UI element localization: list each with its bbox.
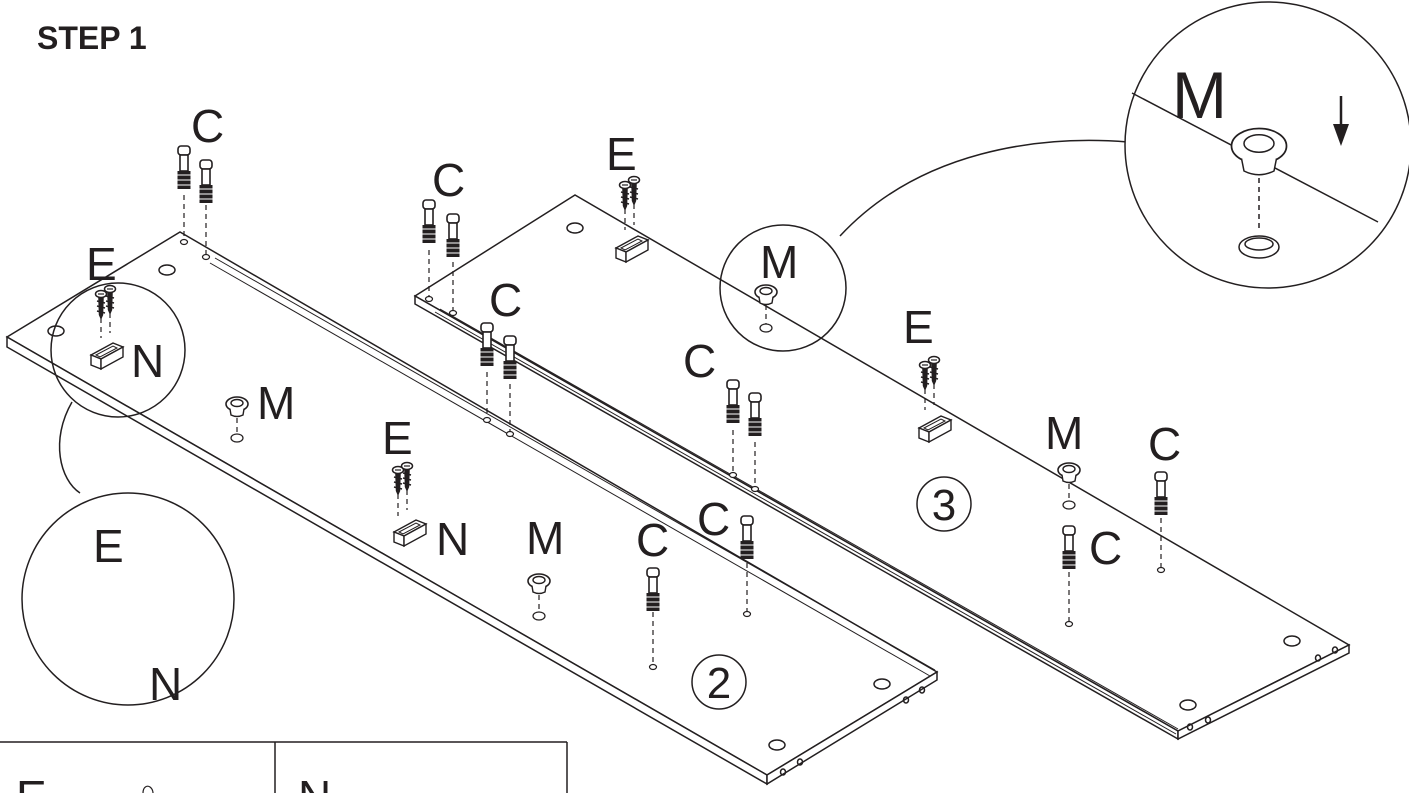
- detail-circle-cam-large: [1124, 1, 1409, 289]
- parts-table: [0, 741, 568, 793]
- label-m: M: [526, 512, 564, 564]
- label-n: N: [131, 335, 164, 387]
- label-n: N: [149, 658, 182, 710]
- panel-3: [413, 194, 1351, 741]
- label-c: C: [489, 274, 522, 326]
- label-n: N: [436, 513, 469, 565]
- label-c: C: [432, 154, 465, 206]
- label-e: E: [93, 520, 124, 572]
- label-m-detail: M: [1172, 58, 1227, 132]
- label-c: C: [191, 100, 224, 152]
- panel-number-2: 2: [707, 659, 731, 708]
- parts-table-cell-e: E: [16, 771, 47, 793]
- label-c: C: [636, 514, 669, 566]
- label-c: C: [1089, 522, 1122, 574]
- detail-circle-cam-small: [719, 139, 1129, 352]
- label-e: E: [86, 238, 117, 290]
- label-m: M: [257, 377, 295, 429]
- label-c: C: [683, 335, 716, 387]
- detail-circle-bracket: [21, 282, 235, 706]
- label-e: E: [903, 301, 934, 353]
- label-m: M: [760, 236, 798, 288]
- parts-table-cell-n: N: [298, 771, 331, 793]
- label-e: E: [382, 412, 413, 464]
- step-title: STEP 1: [37, 20, 147, 56]
- label-e: E: [606, 128, 637, 180]
- panel-number-3: 3: [932, 481, 956, 530]
- panel-2: [5, 231, 939, 786]
- part-labels: C C C C C C C C E E E E E M M M M M N N …: [86, 58, 1227, 710]
- label-c: C: [697, 493, 730, 545]
- label-m: M: [1045, 407, 1083, 459]
- panel-number-circles: [691, 476, 972, 710]
- label-c: C: [1148, 418, 1181, 470]
